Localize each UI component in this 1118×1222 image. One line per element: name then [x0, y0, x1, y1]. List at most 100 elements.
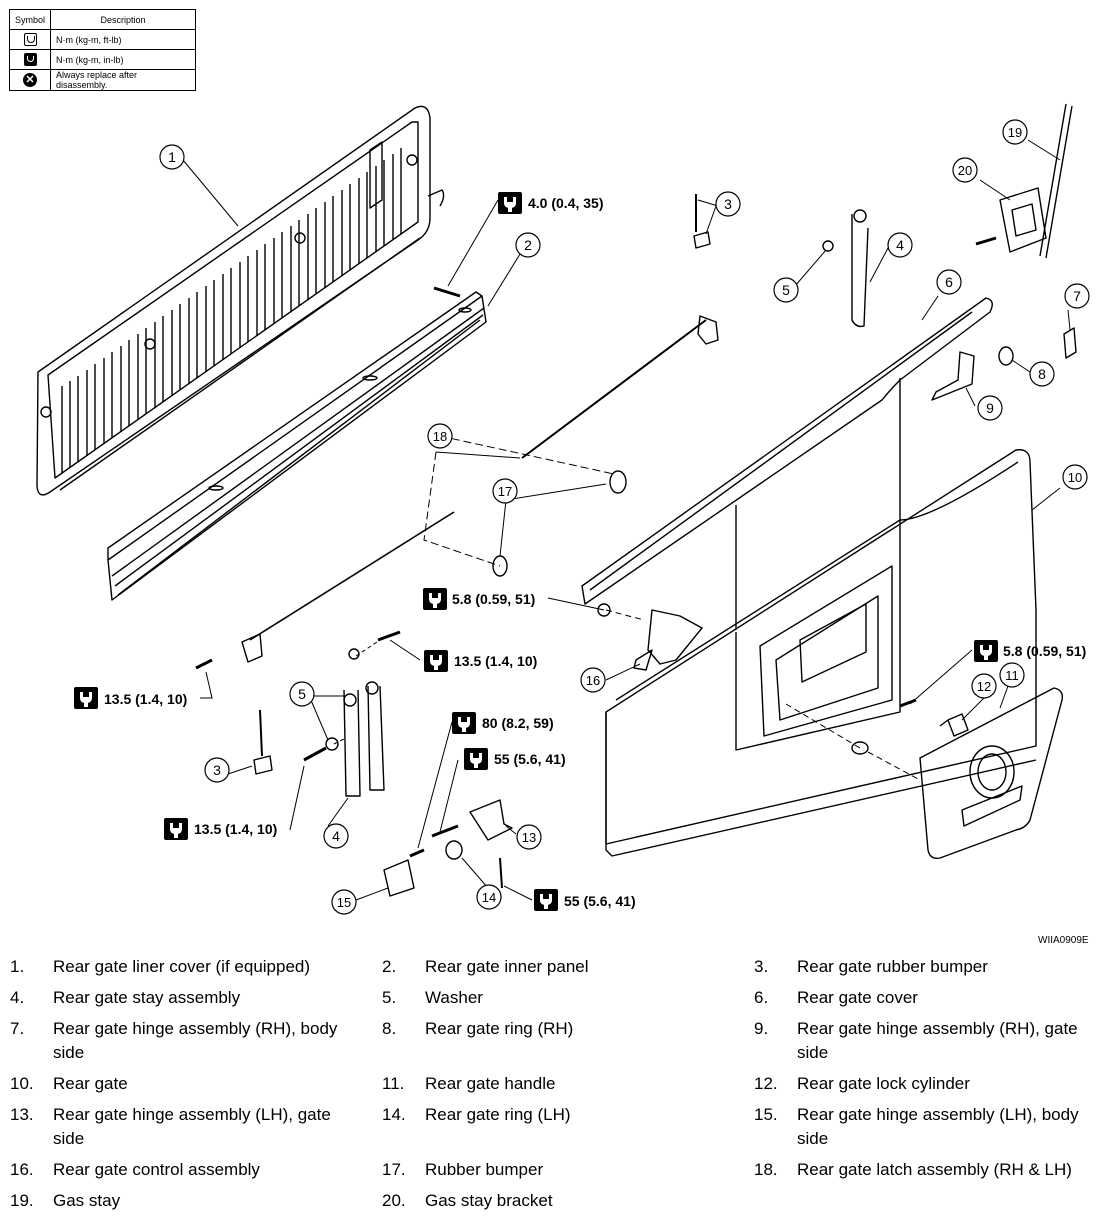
svg-text:19: 19 [1008, 125, 1022, 140]
callout: 15 [331, 889, 357, 915]
washer-gate [851, 741, 869, 755]
callout: 5 [773, 277, 799, 303]
torque-label: 80 (8.2, 59) [482, 715, 554, 731]
part-description: Rubber bumper [425, 1160, 544, 1179]
svg-text:8: 8 [1038, 366, 1046, 382]
callout: 2 [515, 232, 541, 258]
svg-text:20: 20 [958, 163, 972, 178]
torque-label: 5.8 (0.59, 51) [1003, 643, 1086, 659]
callout: 12 [971, 673, 997, 699]
latch-rods [241, 315, 719, 663]
svg-text:15: 15 [337, 895, 351, 910]
callout: 10 [1062, 464, 1088, 490]
part-number: 19. [10, 1191, 34, 1210]
part-number: 10. [10, 1074, 34, 1093]
rear-gate-handle [919, 687, 1064, 860]
figure-reference: WIIA0909E [1038, 935, 1089, 946]
hinge-lh-gate [469, 799, 513, 841]
torque-label: 55 (5.6, 41) [494, 751, 566, 767]
stay-bolt-lower [303, 746, 327, 762]
stay-assembly-upper [851, 214, 869, 328]
part-description: Rear gate latch assembly (RH & LH) [797, 1160, 1072, 1179]
exploded-diagram: 4.0 (0.4, 35) 5.8 (0.59, 51) 5.8 (0.59, … [36, 103, 1090, 915]
torque-label: 4.0 (0.4, 35) [528, 195, 604, 211]
callout: 19 [1002, 119, 1028, 145]
torque-label: 5.8 (0.59, 51) [452, 591, 535, 607]
part-number: 20. [382, 1191, 406, 1210]
bumper-lower [253, 755, 273, 775]
bumper-bolt-lower [259, 709, 263, 757]
callout: 8 [1029, 361, 1055, 387]
part-number: 4. [10, 988, 25, 1007]
gas-stay-bracket [999, 187, 1047, 253]
torque-wrench-icon [534, 889, 558, 911]
stay-bolt-top [377, 630, 401, 642]
control-assembly [633, 609, 703, 671]
stay-assembly-lower [343, 685, 385, 797]
hinge-rh-gate [931, 351, 975, 401]
part-number: 2. [382, 957, 397, 976]
torque-wrench-icon [974, 640, 998, 662]
callout: 1 [159, 144, 185, 170]
hinge-bolt [431, 824, 459, 838]
part-number: 6. [754, 988, 769, 1007]
svg-text:11: 11 [1005, 668, 1019, 683]
lock-cylinder [939, 713, 969, 737]
part-description: Rear gate control assembly [53, 1160, 260, 1179]
callout: 20 [952, 157, 978, 183]
callout: 11 [999, 662, 1025, 688]
part-number: 1. [10, 957, 25, 976]
liner-cover [36, 105, 445, 496]
stay-eye-upper [853, 209, 867, 223]
callout: 18 [427, 423, 453, 449]
torque-wrench-icon [424, 650, 448, 672]
gate-ring-lh [445, 840, 463, 860]
part-number: 13. [10, 1105, 34, 1124]
part-number: 12. [754, 1074, 778, 1093]
callout: 4 [887, 232, 913, 258]
part-description: Rear gate rubber bumper [797, 957, 988, 976]
svg-text:2: 2 [524, 237, 532, 253]
hinge-lh-body [383, 859, 415, 897]
part-description: Rear gate stay assembly [53, 988, 241, 1007]
torque-label: 13.5 (1.4, 10) [454, 653, 537, 669]
inner-panel [107, 291, 487, 601]
part-number: 17. [382, 1160, 406, 1179]
svg-text:7: 7 [1073, 288, 1081, 304]
part-number: 7. [10, 1019, 25, 1038]
torque-wrench-icon [464, 748, 488, 770]
torque-wrench-icon [74, 687, 98, 709]
svg-text:4: 4 [896, 237, 904, 253]
callout: 7 [1064, 283, 1090, 309]
rear-gate [605, 378, 1037, 857]
rod-bolt [195, 658, 213, 670]
svg-text:12: 12 [977, 679, 991, 694]
svg-text:5: 5 [782, 282, 790, 298]
part-description: Rear gate lock cylinder [797, 1074, 970, 1093]
svg-text:16: 16 [586, 673, 600, 688]
gate-cover [581, 297, 993, 605]
svg-text:14: 14 [482, 890, 496, 905]
callout: 13 [516, 824, 542, 850]
svg-text:6: 6 [945, 274, 953, 290]
part-description: Rear gate liner cover (if equipped) [53, 957, 311, 976]
svg-text:1: 1 [168, 149, 176, 165]
part-number: 14. [382, 1105, 406, 1124]
svg-text:13: 13 [522, 830, 536, 845]
callout: 17 [492, 478, 518, 504]
hinge-bolt-lower [499, 857, 503, 889]
svg-text:5: 5 [298, 686, 306, 702]
part-number: 16. [10, 1160, 34, 1179]
callout: 3 [204, 757, 230, 783]
washer-upper [822, 240, 834, 252]
part-number: 18. [754, 1160, 778, 1179]
part-description: Rear gate hinge assembly (RH), body side [53, 1019, 338, 1062]
part-description: Gas stay bracket [425, 1191, 553, 1210]
panel-bolt [433, 286, 461, 298]
callout: 14 [476, 884, 502, 910]
part-number: 9. [754, 1019, 769, 1038]
part-number: 8. [382, 1019, 397, 1038]
torque-wrench-icon [423, 588, 447, 610]
stay-eye-lower [343, 693, 357, 707]
callout: 5 [289, 681, 315, 707]
